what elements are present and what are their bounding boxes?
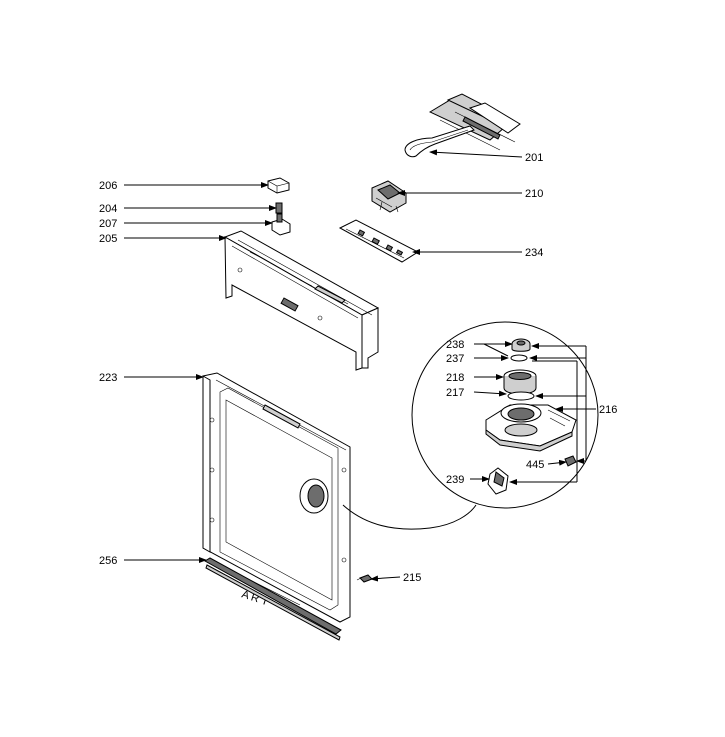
callout-207: 207 — [99, 218, 117, 230]
callout-234: 234 — [525, 247, 543, 259]
part-216-dispenser-body — [485, 403, 577, 452]
callout-445: 445 — [526, 459, 544, 471]
callout-238: 238 — [446, 339, 464, 351]
callout-leaders — [124, 149, 596, 582]
callout-218: 218 — [446, 372, 464, 384]
part-223-door-panel: A R T — [202, 372, 351, 623]
callout-215: 215 — [403, 572, 421, 584]
callout-206: 206 — [99, 180, 117, 192]
callout-labels: 201 206 210 204 207 205 234 238 237 218 … — [99, 152, 617, 584]
part-217-seal — [507, 391, 535, 401]
part-234-control-board — [338, 219, 420, 263]
part-445-latch — [564, 455, 577, 467]
callout-223: 223 — [99, 372, 117, 384]
part-205-control-panel — [223, 230, 380, 371]
callout-204: 204 — [99, 203, 117, 215]
callout-201: 201 — [525, 152, 543, 164]
callout-217: 217 — [446, 387, 464, 399]
detail-leader-lines — [473, 341, 587, 485]
part-206-knob — [267, 177, 290, 194]
callout-256: 256 — [99, 555, 117, 567]
callout-216: 216 — [599, 404, 617, 416]
part-239-lever — [487, 467, 509, 495]
callout-205: 205 — [99, 233, 117, 245]
part-207-switch — [271, 213, 291, 236]
part-218-ring — [503, 369, 537, 395]
part-201-bracket-assembly — [404, 93, 521, 158]
part-256-bottom-strip — [204, 557, 342, 641]
part-215-screw — [356, 574, 373, 583]
part-210-switch-block — [371, 180, 407, 213]
callout-210: 210 — [525, 188, 543, 200]
part-204-spring — [275, 202, 283, 214]
callout-239: 239 — [446, 474, 464, 486]
part-238-cap — [511, 338, 531, 352]
detail-circle — [342, 321, 599, 530]
part-237-ring — [510, 354, 528, 362]
callout-237: 237 — [446, 353, 464, 365]
